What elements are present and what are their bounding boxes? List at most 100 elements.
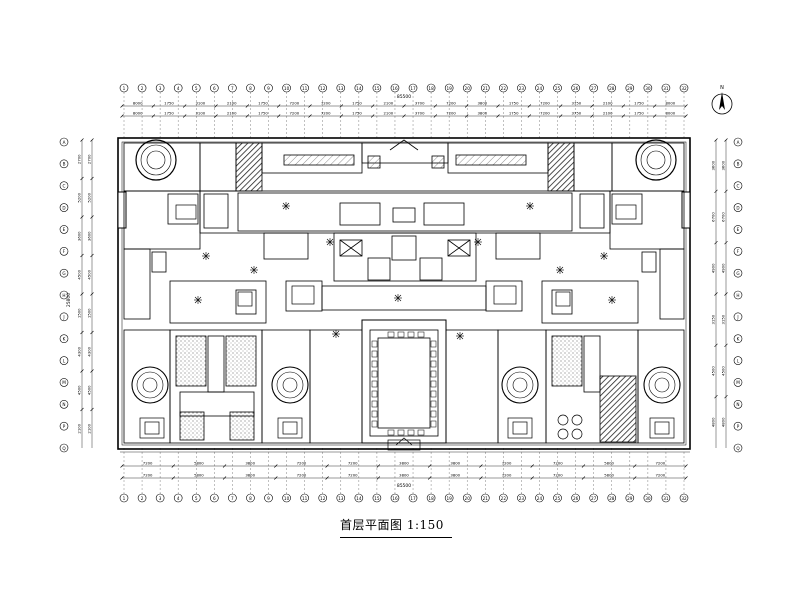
grid-bubble-top-18: 18 bbox=[426, 83, 436, 140]
grid-label: B bbox=[63, 162, 66, 167]
grid-label: 13 bbox=[338, 496, 344, 501]
grid-label: G bbox=[62, 271, 65, 276]
grid-label: A bbox=[63, 140, 66, 145]
dimension-value: 3800 bbox=[450, 461, 460, 466]
plant-icon bbox=[332, 330, 340, 338]
dimension-value: 3100 bbox=[195, 111, 205, 116]
grid-label: L bbox=[63, 358, 66, 363]
dimension-value: 8000 bbox=[665, 111, 675, 116]
grid-bubble-left-E: E bbox=[59, 225, 69, 234]
dimension-value: 4900 bbox=[711, 263, 716, 273]
grid-bubble-bottom-31: 31 bbox=[661, 448, 671, 503]
grid-label: B bbox=[737, 162, 740, 167]
grid-bubble-bottom-13: 13 bbox=[336, 448, 346, 503]
grid-label: 2 bbox=[141, 496, 144, 501]
grid-bubble-right-J: J bbox=[733, 312, 743, 322]
dimension-value: 1500 bbox=[87, 308, 92, 318]
chair bbox=[371, 400, 378, 408]
grid-label: 6 bbox=[213, 86, 216, 91]
plant-icon bbox=[394, 294, 402, 302]
chair bbox=[430, 360, 437, 368]
grid-bubble-left-C: C bbox=[59, 181, 69, 191]
chair bbox=[407, 331, 415, 338]
dimension-value: 2100 bbox=[77, 423, 82, 433]
chair bbox=[387, 429, 395, 436]
dimension-value: 3800 bbox=[477, 101, 487, 106]
grid-bubble-bottom-20: 20 bbox=[462, 448, 472, 503]
grid-bubble-top-32: 32 bbox=[679, 83, 689, 140]
grid-bubble-right-H: H bbox=[733, 290, 743, 300]
dimension-value: 3800 bbox=[477, 111, 487, 116]
grid-label: 25 bbox=[555, 496, 561, 501]
grid-label: 3 bbox=[159, 496, 162, 501]
dimension-value: 7200 bbox=[321, 101, 331, 106]
grid-label: 26 bbox=[573, 496, 579, 501]
grid-label: 14 bbox=[356, 496, 362, 501]
grid-bubble-left-F: F bbox=[59, 246, 69, 256]
dimension-value: 1750 bbox=[164, 111, 174, 116]
grid-label: 19 bbox=[446, 496, 452, 501]
grid-label: 32 bbox=[681, 496, 687, 501]
grid-label: 9 bbox=[267, 86, 270, 91]
grid-bubble-left-P: P bbox=[59, 421, 69, 431]
grid-bubble-left-Q: Q bbox=[59, 443, 69, 453]
dimension-value: 3800 bbox=[450, 473, 460, 478]
grid-bubble-bottom-12: 12 bbox=[318, 448, 328, 503]
grid-bubble-right-F: F bbox=[733, 246, 743, 256]
chair bbox=[371, 340, 378, 348]
chair bbox=[407, 429, 415, 436]
dimension-value: 1750 bbox=[634, 111, 644, 116]
grid-bubble-top-11: 11 bbox=[300, 83, 309, 140]
plant-icon bbox=[456, 332, 464, 340]
grid-label: 11 bbox=[302, 86, 308, 91]
grid-bubble-bottom-6: 6 bbox=[210, 448, 219, 503]
grid-bubble-bottom-25: 25 bbox=[553, 448, 562, 503]
grid-label: 3 bbox=[159, 86, 162, 91]
grid-bubble-left-N: N bbox=[59, 399, 69, 409]
central-corridor bbox=[123, 190, 685, 250]
grid-bubble-bottom-23: 23 bbox=[517, 448, 526, 503]
chair bbox=[371, 370, 378, 378]
plant-icon bbox=[526, 202, 534, 210]
grid-bubble-right-A: A bbox=[733, 137, 743, 147]
chair bbox=[430, 370, 437, 378]
south-rooms bbox=[123, 319, 685, 444]
plant-icon bbox=[194, 296, 202, 304]
grid-label: M bbox=[736, 380, 740, 385]
grid-bubble-bottom-2: 2 bbox=[137, 448, 147, 503]
grid-label: 14 bbox=[356, 86, 362, 91]
grid-label: C bbox=[63, 184, 66, 189]
dimension-value: 2700 bbox=[77, 154, 82, 164]
dimension-value: 1750 bbox=[352, 101, 362, 106]
round-pavilions-north bbox=[135, 139, 677, 181]
dimension-value: 7200 bbox=[321, 111, 331, 116]
chair bbox=[430, 420, 437, 428]
dimension-value: 8000 bbox=[133, 111, 143, 116]
dimension-value: 6700 bbox=[721, 212, 726, 222]
grid-label: 21 bbox=[483, 86, 489, 91]
dimension-value: 1750 bbox=[258, 111, 268, 116]
grid-label: 12 bbox=[320, 86, 326, 91]
grid-label: D bbox=[62, 205, 65, 210]
chair bbox=[371, 390, 378, 398]
grid-label: 23 bbox=[519, 496, 525, 501]
grid-bubble-top-22: 22 bbox=[499, 83, 508, 140]
dimension-value: 1750 bbox=[352, 111, 362, 116]
grid-bubble-top-23: 23 bbox=[517, 83, 526, 140]
grid-bubble-right-P: P bbox=[733, 421, 743, 431]
grid-label: F bbox=[63, 249, 66, 254]
overall-dimension-left: 25800 bbox=[66, 293, 72, 307]
grid-label: 24 bbox=[537, 496, 543, 501]
grid-label: 7 bbox=[231, 86, 234, 91]
grid-label: 24 bbox=[537, 86, 543, 91]
grid-bubble-bottom-21: 21 bbox=[480, 448, 490, 503]
dimension-value: 5800 bbox=[194, 473, 204, 478]
grid-bubble-top-9: 9 bbox=[264, 83, 273, 140]
grid-bubble-left-M: M bbox=[59, 378, 69, 387]
grid-bubble-top-13: 13 bbox=[336, 83, 346, 140]
grid-label: E bbox=[63, 227, 66, 232]
north-mark-label: N bbox=[720, 85, 724, 91]
chair bbox=[397, 331, 405, 338]
dimension-value: 7200 bbox=[656, 461, 666, 466]
